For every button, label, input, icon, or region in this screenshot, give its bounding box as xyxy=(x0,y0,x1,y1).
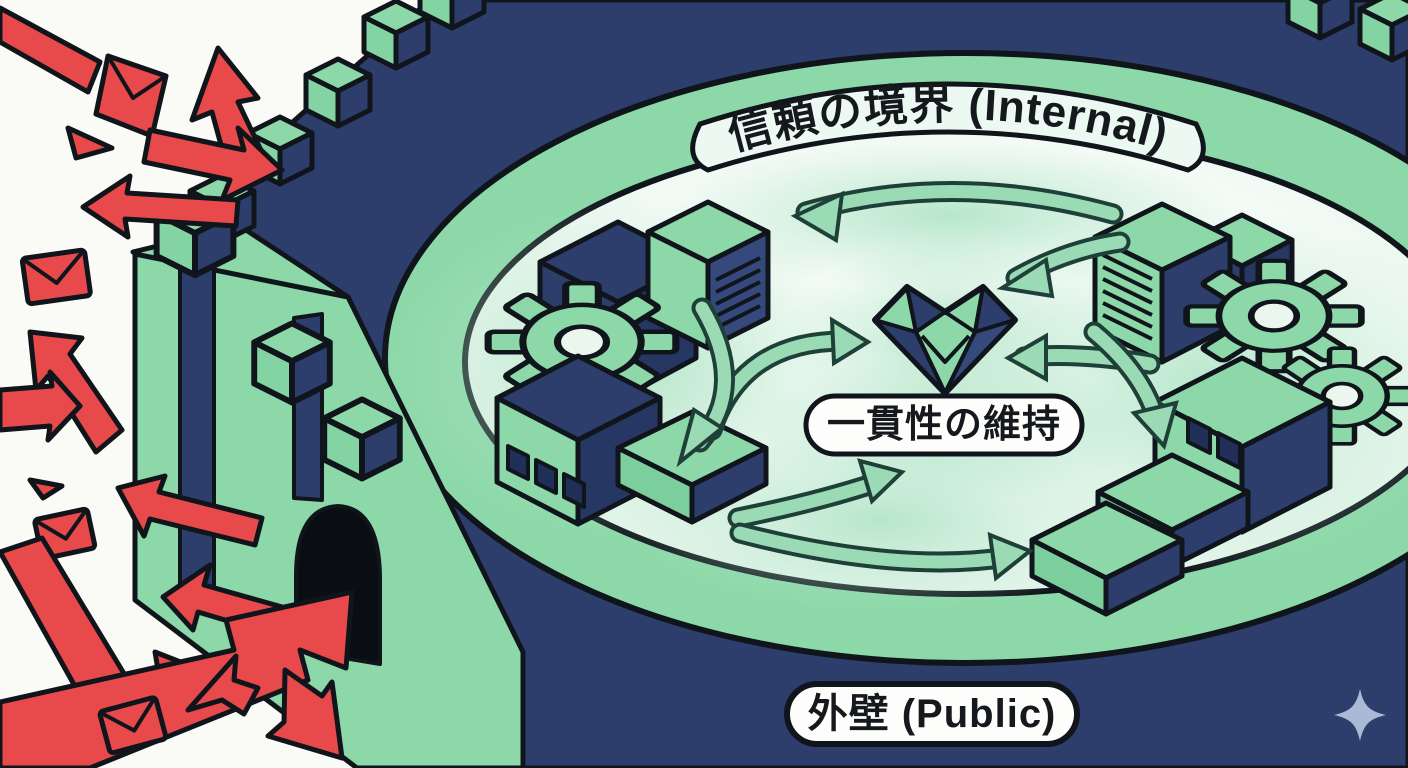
debris-fragment xyxy=(65,125,115,161)
attack-arrows xyxy=(0,5,355,768)
attack-arrow xyxy=(0,369,83,443)
core-label: 一貫性の維持 xyxy=(827,404,1061,446)
flow-arrow xyxy=(676,297,735,468)
core-label-pill: 一貫性の維持 xyxy=(803,393,1085,457)
flow-arrow xyxy=(727,458,906,529)
attack-arrow xyxy=(265,667,345,761)
label-pill xyxy=(690,81,1206,173)
label-pill xyxy=(803,393,1085,457)
sparkle-icon xyxy=(1334,689,1386,741)
wall-merlon xyxy=(364,1,428,68)
attack-arrow xyxy=(0,589,355,768)
server-box-icon xyxy=(645,199,771,351)
right-service-cluster xyxy=(1029,201,1408,617)
envelope-icon xyxy=(97,695,169,756)
wall-merlon xyxy=(254,323,330,402)
outer-wall-pill: 外壁 (Public) xyxy=(784,681,1080,747)
label-pill xyxy=(784,681,1080,747)
flow-arrow xyxy=(729,522,1034,582)
left-service-cluster xyxy=(488,199,771,527)
attack-arrow xyxy=(115,473,265,548)
outer-wall-label: 外壁 (Public) xyxy=(808,692,1057,736)
flow-arrow xyxy=(1083,321,1179,451)
attack-arrow xyxy=(0,5,103,95)
wall-merlon xyxy=(324,399,400,478)
attack-arrow xyxy=(185,653,261,717)
flow-arrow xyxy=(996,231,1131,299)
wall-pilaster xyxy=(178,252,216,610)
envelope-icon xyxy=(19,247,93,307)
flow-arrow xyxy=(790,181,1124,244)
wall-merlon xyxy=(306,59,370,126)
heart-gem-icon xyxy=(872,284,1018,396)
platform-slab-icon xyxy=(1029,500,1185,617)
debris-fragment xyxy=(27,477,65,501)
flow-arrows xyxy=(676,181,1179,582)
attack-arrow xyxy=(80,173,241,240)
